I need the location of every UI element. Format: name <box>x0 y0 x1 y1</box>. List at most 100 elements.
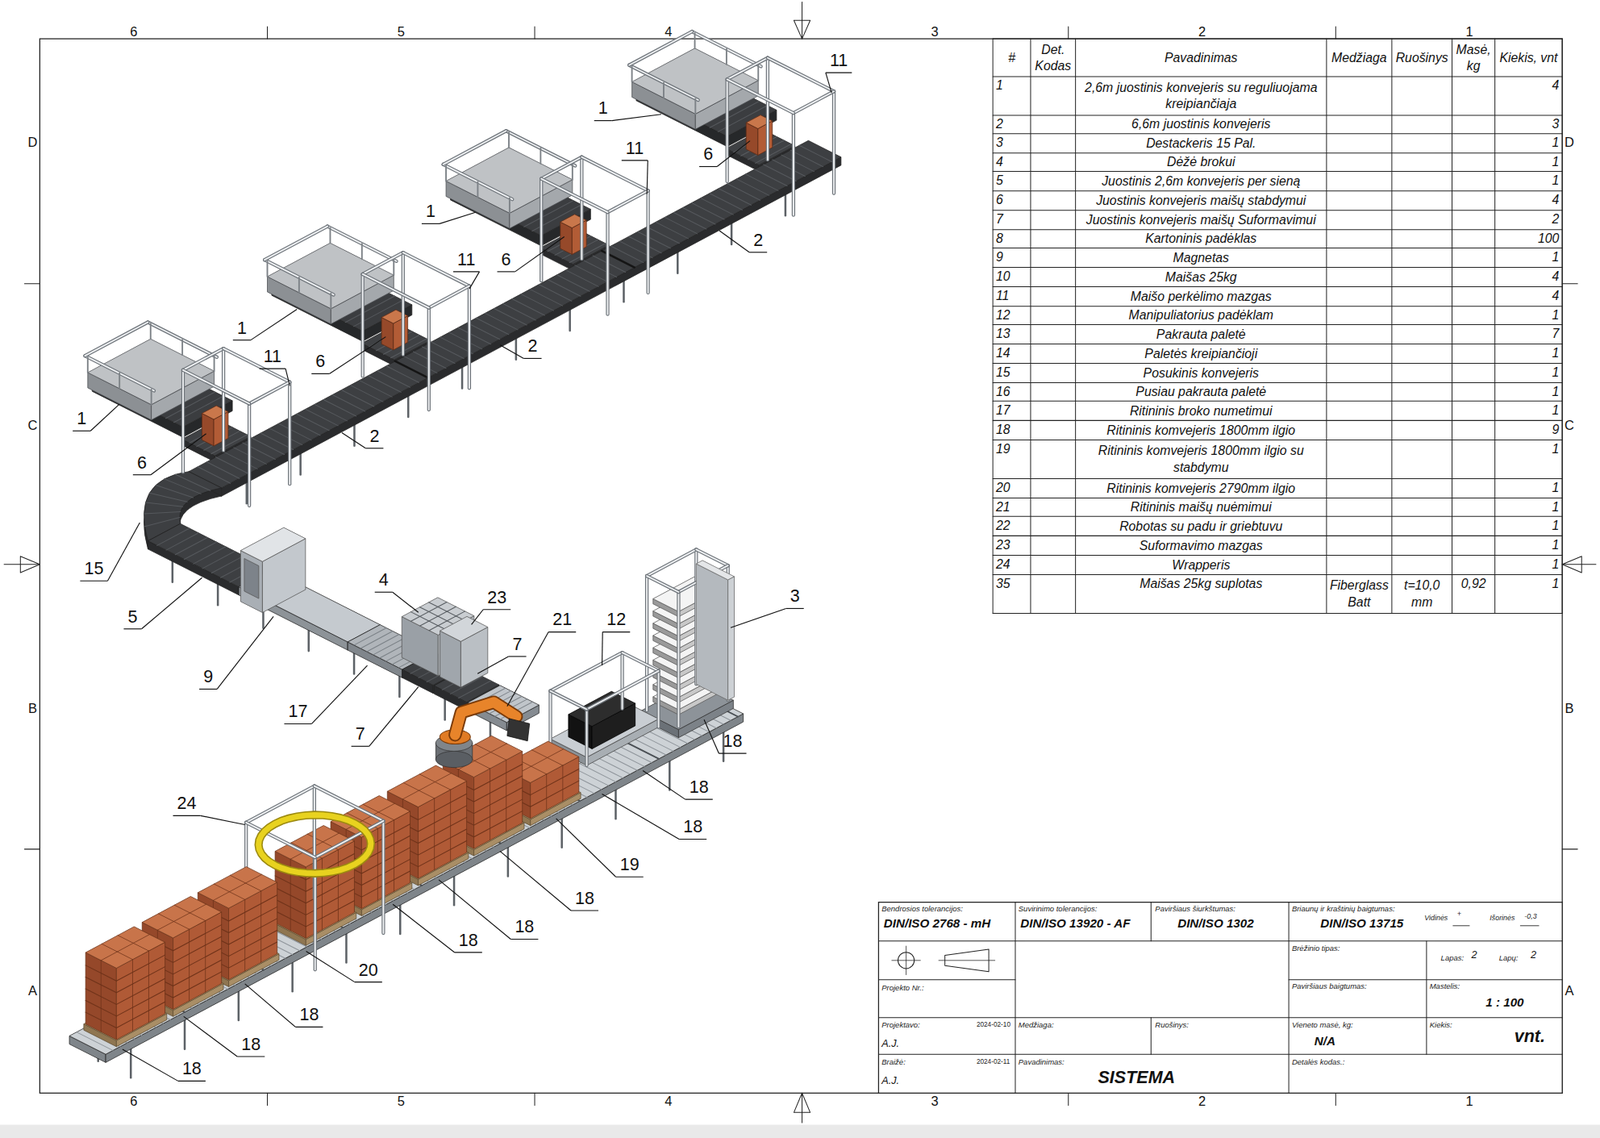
grid-reference: A <box>1565 983 1575 1000</box>
table-rule <box>992 209 1563 211</box>
guide-rail <box>571 164 574 180</box>
title-block-rule <box>878 1054 1563 1055</box>
support-leg <box>507 845 510 877</box>
callout-number: 23 <box>487 587 507 609</box>
table-cell: 4 <box>1495 191 1563 211</box>
callout-number: 18 <box>458 930 479 952</box>
transfer-frame <box>647 190 650 293</box>
guide-rail <box>443 130 507 165</box>
leader-line <box>523 358 542 359</box>
guide-rail <box>147 322 217 358</box>
title-block-text: -0,3 <box>1524 912 1537 921</box>
grid-tick <box>1335 26 1337 39</box>
table-cell: 7 <box>1495 324 1563 344</box>
leader-line <box>392 591 419 613</box>
belt-conveyor <box>700 198 734 216</box>
bag-stack <box>148 950 150 1023</box>
transfer-frame <box>793 91 834 113</box>
manipulator-frame <box>586 709 588 767</box>
grid-reference: 1 <box>1465 23 1473 40</box>
support-leg <box>730 221 734 245</box>
reject-rollers <box>373 637 406 655</box>
bag-stack <box>229 941 278 968</box>
transfer-frame <box>362 274 364 377</box>
callout-number: 4 <box>379 570 389 592</box>
belt-conveyor <box>251 437 284 455</box>
table-cell: Dėžė brokui <box>1075 153 1327 172</box>
callout-number: 15 <box>83 558 104 580</box>
bag-stack <box>433 798 435 871</box>
leader-line <box>685 799 713 800</box>
bag-stack <box>141 895 221 938</box>
bag-stack <box>85 926 165 969</box>
belt-conveyor <box>359 380 392 398</box>
table-cell: 21 <box>992 498 1031 517</box>
table-cell: Kartoninis padėklas <box>1075 229 1327 249</box>
grid-tick <box>266 26 268 39</box>
belt-conveyor <box>781 154 814 172</box>
table-cell: 1 <box>1495 554 1563 575</box>
transfer-frame <box>792 112 795 216</box>
table-cell: 19 <box>992 439 1031 479</box>
leader-line <box>730 608 787 628</box>
table-cell: 6 <box>992 191 1031 211</box>
table-rule <box>992 324 1563 325</box>
bag-stack <box>305 900 355 927</box>
bag-stack <box>116 1001 165 1028</box>
grid-tick <box>534 1092 536 1105</box>
guide-rail <box>327 226 397 262</box>
leader-line <box>438 879 511 940</box>
bag-table <box>267 242 395 309</box>
belt-conveyor <box>386 366 419 384</box>
title-block-rule <box>1150 1017 1152 1055</box>
title-block-text: Suvirinimo tolerancijos: <box>1018 904 1098 913</box>
belt-conveyor <box>790 150 823 167</box>
title-block-text: DIN/ISO 1302 <box>1177 916 1255 931</box>
manipulator-frame <box>587 670 659 710</box>
callout-number: 7 <box>355 724 366 746</box>
bag-stack <box>173 925 222 951</box>
grid-tick <box>266 1092 268 1105</box>
table-cell: Juostinis konvejeris maišų stabdymui <box>1075 191 1327 211</box>
title-block-rule <box>1014 902 1016 1094</box>
leader-line <box>285 368 290 386</box>
table-rule <box>992 478 1563 480</box>
destacker-frame <box>646 575 679 592</box>
transfer-frame <box>579 157 584 260</box>
support-leg <box>614 787 617 819</box>
guide-rail <box>443 130 507 165</box>
leader-line <box>621 159 648 161</box>
conveyor-system <box>69 31 842 1078</box>
leader-line <box>616 876 644 878</box>
table-rule <box>992 305 1563 307</box>
bag-table <box>632 48 759 114</box>
bag-stack <box>173 948 222 975</box>
leader-line <box>716 141 750 167</box>
curve-conveyor <box>175 474 211 491</box>
support-leg <box>345 932 348 963</box>
transfer-frame <box>793 91 834 113</box>
table-cell: Paletės kreipiančioji <box>1075 343 1327 363</box>
manipulator-frame <box>621 652 624 709</box>
transfer-frame <box>247 403 251 506</box>
leader-line <box>718 753 746 755</box>
grid-reference: D <box>28 134 38 151</box>
grid-reference: 5 <box>397 1093 405 1110</box>
callout-number: 2 <box>753 230 763 252</box>
bag-stack <box>402 773 451 800</box>
callout-number: 11 <box>829 50 848 72</box>
transfer-frame <box>539 179 543 282</box>
transfer-frame <box>402 252 405 355</box>
leader-line <box>392 904 455 953</box>
grid-reference: 3 <box>930 23 938 40</box>
belt-conveyor <box>395 361 428 379</box>
title-block <box>878 902 1563 1094</box>
support-leg <box>237 989 241 1021</box>
belt-conveyor <box>629 236 662 254</box>
bag-stack <box>530 780 580 807</box>
table-cell: 35 <box>992 574 1031 613</box>
support-leg <box>453 874 456 905</box>
support-leg <box>299 452 302 475</box>
leader-line <box>704 719 719 754</box>
title-block-text: vnt. <box>1514 1026 1546 1048</box>
